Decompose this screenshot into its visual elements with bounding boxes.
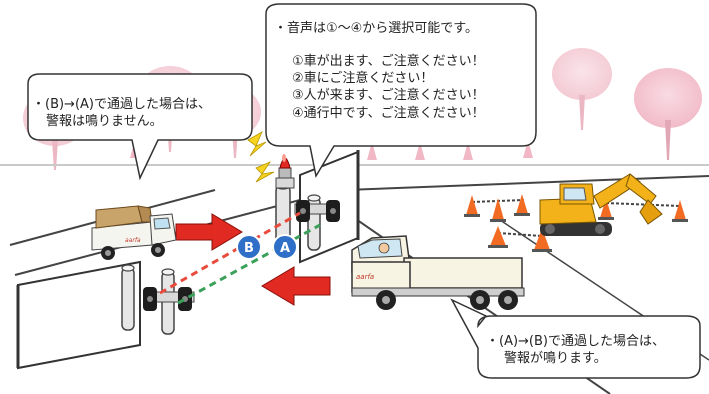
bubble-left xyxy=(27,73,253,181)
small-truck-left: aarfa xyxy=(91,205,177,260)
voice-option-4: ④通行中です、ご注意ください！ xyxy=(292,105,485,121)
tree-icon xyxy=(634,68,702,160)
left-fence xyxy=(16,260,141,370)
tree-icon xyxy=(552,48,612,130)
bubble-right xyxy=(450,298,701,379)
bubble-right-text: ・(A)→(B)で通過した場合は、 警報が鳴ります。 xyxy=(486,333,665,367)
voice-option-2: ②車にご注意ください！ xyxy=(292,71,434,87)
excavator-icon xyxy=(539,173,663,236)
bubble-right-line1: ・(A)→(B)で通過した場合は、 xyxy=(486,334,665,349)
bubble-left-line2: 警報は鳴りません。 xyxy=(46,114,163,130)
cone-icon xyxy=(488,226,508,248)
truck-right: aarfa xyxy=(351,235,525,310)
cone-icon xyxy=(514,194,530,216)
cone-icon xyxy=(464,195,480,217)
marker-b: B xyxy=(236,234,262,260)
svg-text:aarfa: aarfa xyxy=(356,273,374,281)
svg-text:aarfa: aarfa xyxy=(125,237,141,244)
svg-text:B: B xyxy=(244,241,254,256)
voice-options-header: ・音声は①～④から選択可能です。 xyxy=(274,21,479,36)
beam-a xyxy=(177,223,321,305)
bubble-top xyxy=(265,3,537,179)
cone-icon xyxy=(672,200,688,222)
safety-cones xyxy=(464,194,688,252)
beam-b xyxy=(159,211,301,295)
cone-icon xyxy=(532,228,552,252)
arrow-right-icon xyxy=(175,213,243,251)
direction-arrows xyxy=(175,213,331,306)
voice-option-1: ①車が出ます、ご注意ください！ xyxy=(292,54,485,70)
cone-icon xyxy=(490,198,506,222)
bubble-left-line1: ・(B)→(A)で通過した場合は、 xyxy=(32,97,211,112)
voice-option-3: ③人が来ます、ご注意ください！ xyxy=(292,88,485,104)
bubble-right-line2: 警報が鳴ります。 xyxy=(504,351,607,367)
arrow-left-icon xyxy=(261,266,331,306)
marker-a: A xyxy=(272,234,298,260)
detection-beams xyxy=(159,211,321,305)
voice-options-list: ①車が出ます、ご注意ください！ ②車にご注意ください！ ③人が来ます、ご注意くだ… xyxy=(274,53,485,122)
svg-text:A: A xyxy=(280,241,290,256)
bubble-left-text: ・(B)→(A)で通過した場合は、 警報は鳴りません。 xyxy=(32,96,211,130)
cone-icon xyxy=(598,198,614,220)
bubble-top-text: ・音声は①～④から選択可能です。 ①車が出ます、ご注意ください！ ②車にご注意く… xyxy=(274,20,485,122)
warning-light-icon xyxy=(247,131,295,189)
